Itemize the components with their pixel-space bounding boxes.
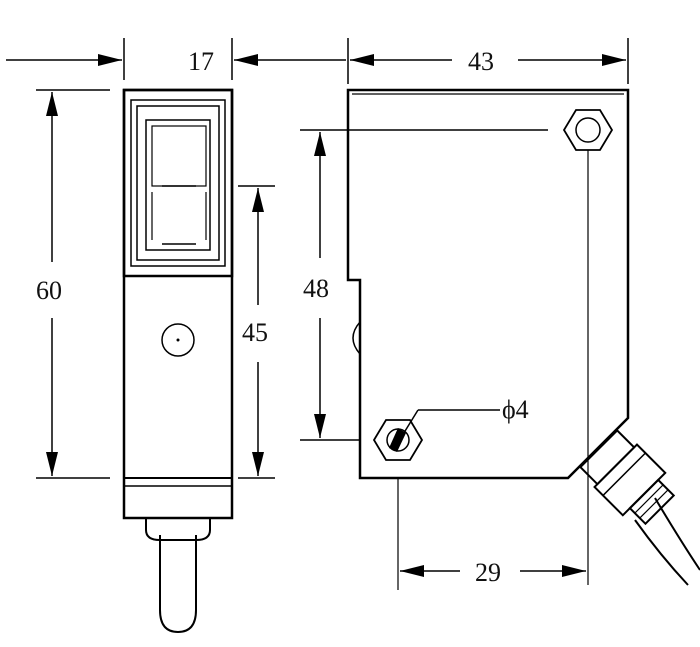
lens-window-inner <box>151 125 207 187</box>
lens-frame-mid <box>130 99 226 267</box>
lens-window <box>145 119 211 251</box>
front-cable <box>159 535 197 634</box>
dim-label-48: 48 <box>303 274 329 303</box>
indicator-led <box>161 323 195 357</box>
front-body <box>122 88 234 520</box>
dim-side-width: 43 <box>347 38 629 84</box>
dim-label-17: 17 <box>188 47 214 76</box>
dim-front-height: 60 <box>36 89 110 479</box>
dim-label-60: 60 <box>36 276 62 305</box>
dim-side-hole-spacing: 48 <box>300 129 548 441</box>
front-view <box>122 88 234 634</box>
side-body <box>346 88 630 480</box>
dim-front-width: 17 <box>6 38 346 80</box>
hex-nut-top <box>562 109 614 151</box>
dim-label-43: 43 <box>468 47 494 76</box>
lens-frame-inner <box>136 105 220 261</box>
dim-label-29: 29 <box>475 558 501 587</box>
dim-side-hole-offset: 29 <box>400 558 586 587</box>
dim-label-45: 45 <box>242 318 268 347</box>
side-cable <box>578 428 700 586</box>
hex-nut-bottom <box>372 419 424 461</box>
dim-hole-diameter: ϕ4 <box>401 395 529 437</box>
front-cable-gland <box>145 518 211 541</box>
dim-front-inner-height: 45 <box>238 185 275 479</box>
dim-label-phi4: ϕ4 <box>502 395 529 424</box>
side-view <box>346 88 630 590</box>
lens-frame-outer <box>122 88 234 278</box>
